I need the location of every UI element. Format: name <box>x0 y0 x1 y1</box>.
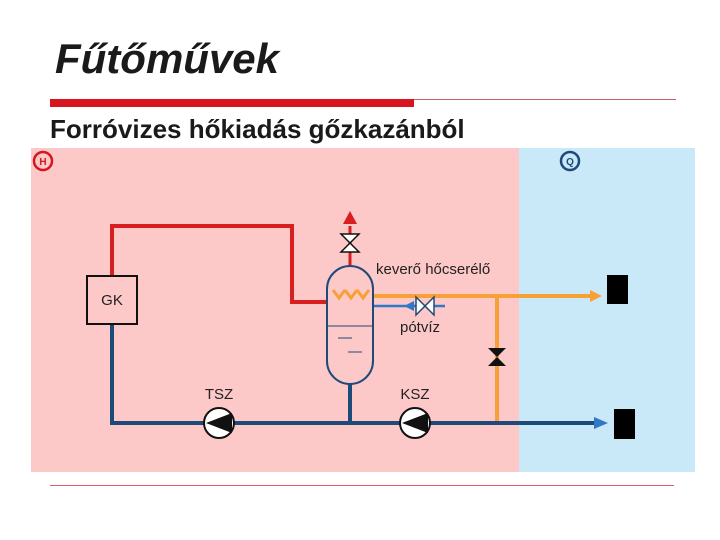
consumer-zone <box>519 148 695 472</box>
makeup-valve-icon <box>415 295 435 317</box>
pump-ksz-label: KSZ <box>400 386 429 403</box>
bypass-valve-icon <box>488 348 506 366</box>
slide-title: Fűtőművek <box>55 35 280 82</box>
pump-tsz-label: TSZ <box>205 386 233 403</box>
h-marker-label: H <box>39 157 46 168</box>
makeup-label: pótvíz <box>400 319 440 336</box>
footer-rule <box>50 485 674 486</box>
vent-arrow-icon <box>343 211 357 224</box>
boiler-box <box>86 275 138 325</box>
vent-valve-icon <box>339 233 361 253</box>
q-marker: Q <box>559 150 581 172</box>
return-arrow-icon <box>594 417 608 429</box>
title-underline-rule <box>414 99 676 100</box>
pump-tsz-icon <box>203 407 235 439</box>
steam-nozzles-icon <box>331 289 371 301</box>
title-underline-bar <box>50 99 414 107</box>
makeup-arrow-icon <box>404 301 414 311</box>
supply-arrow-icon <box>590 290 602 302</box>
mixer-label: keverő hőcserélő <box>376 261 490 278</box>
consumer-supply-block <box>607 275 628 304</box>
boiler-label: GK <box>101 292 123 309</box>
mixer-tank <box>326 265 374 385</box>
consumer-return-block <box>614 409 635 439</box>
pump-ksz-icon <box>399 407 431 439</box>
slide-subtitle: Forróvizes hőkiadás gőzkazánból <box>50 114 465 144</box>
return-line <box>110 324 598 425</box>
q-marker-label: Q <box>566 157 574 168</box>
h-marker: H <box>32 150 54 172</box>
steam-line <box>110 224 336 304</box>
